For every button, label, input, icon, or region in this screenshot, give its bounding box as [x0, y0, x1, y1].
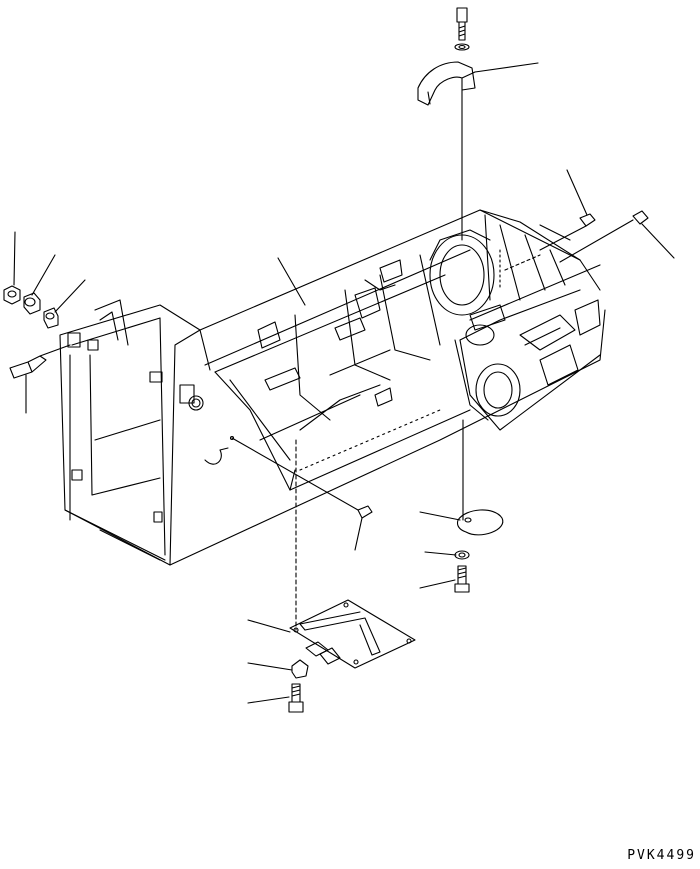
main-frame-casting: [60, 210, 605, 565]
bushing-large: [24, 293, 40, 314]
plug-right: [633, 211, 648, 224]
plug-upper: [580, 214, 595, 226]
bushing-small: [44, 308, 58, 328]
cap-washer: [455, 44, 469, 50]
nut: [4, 286, 20, 304]
washer: [455, 551, 469, 559]
right-cover-assembly: [455, 420, 503, 592]
bearing-cap-assembly: [418, 8, 475, 240]
drain-plug: [231, 437, 373, 519]
under-cover: [290, 600, 415, 668]
figure-code: PVK4499: [627, 848, 696, 863]
bearing-cap: [418, 62, 475, 105]
cover-plate: [457, 510, 502, 535]
bracket: [292, 660, 308, 678]
bolt: [455, 566, 469, 592]
side-plugs: [540, 211, 648, 262]
bottom-cover-assembly: [289, 440, 415, 712]
bottom-bolt: [289, 684, 303, 712]
cap-bolt: [457, 8, 467, 40]
sensor-switch: [10, 356, 46, 378]
left-bushings: [4, 286, 70, 378]
leader-lines: [14, 63, 674, 703]
